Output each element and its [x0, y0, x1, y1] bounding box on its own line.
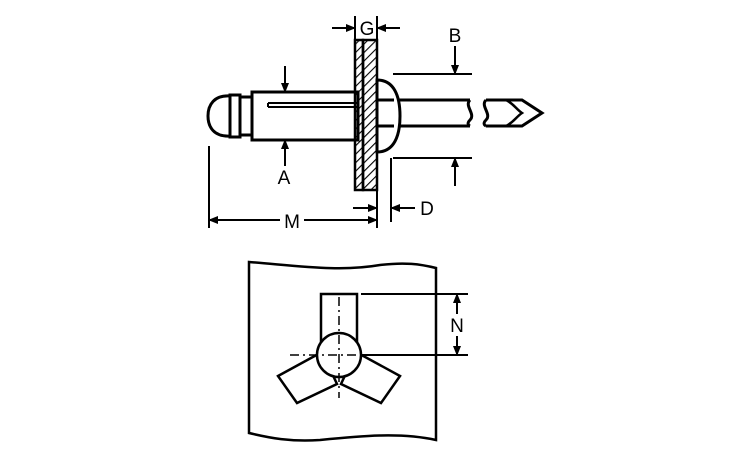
dimension-b	[393, 46, 472, 186]
rivet-flange	[375, 78, 402, 154]
rivet-body	[250, 90, 360, 142]
rivet-side-view: G B A M D	[206, 16, 545, 233]
mandrel-tip	[482, 98, 545, 128]
label-n: N	[450, 316, 464, 337]
mandrel-shank	[394, 98, 474, 128]
label-m: M	[284, 212, 300, 233]
label-b: B	[449, 26, 462, 47]
label-g: G	[360, 19, 375, 40]
mandrel-head	[206, 93, 254, 139]
dimension-g	[332, 16, 400, 40]
dimension-n	[361, 293, 468, 356]
dimension-d	[353, 158, 415, 222]
label-a: A	[278, 168, 291, 189]
label-d: D	[420, 199, 434, 220]
workpiece-plates	[353, 38, 379, 192]
rivet-blind-side-view: N	[247, 260, 468, 442]
